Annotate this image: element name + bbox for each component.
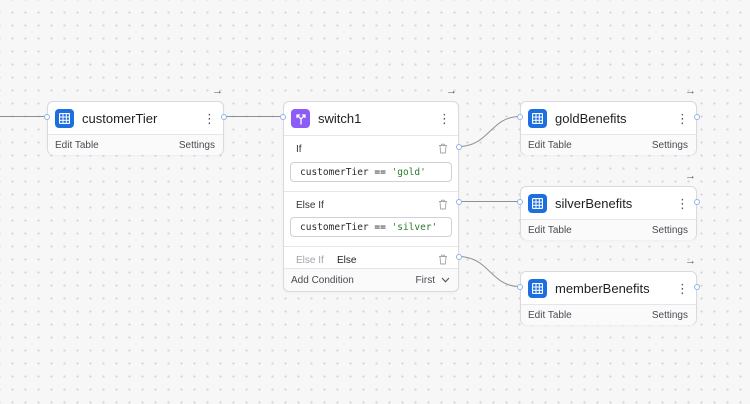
table-icon xyxy=(528,193,547,213)
switch-icon xyxy=(291,109,310,128)
settings-link[interactable]: Settings xyxy=(651,224,688,236)
elseif-branch: Else If customerTier == 'silver' xyxy=(284,191,458,246)
node-title: customerTier xyxy=(82,110,158,126)
trash-icon[interactable] xyxy=(438,143,448,154)
elseif-condition-input[interactable]: customerTier == 'silver' xyxy=(290,217,452,237)
else-branch: Else If Else xyxy=(284,246,458,273)
settings-link[interactable]: Settings xyxy=(178,139,215,151)
edit-table-link[interactable]: Edit Table xyxy=(528,224,572,236)
match-mode-select[interactable]: First xyxy=(416,275,450,286)
output-arrow-icon[interactable]: → xyxy=(685,170,696,182)
edge-if-to-goldbenefits xyxy=(457,116,521,147)
table-icon xyxy=(528,108,547,128)
more-menu-icon[interactable]: ⋮ xyxy=(676,110,689,126)
more-menu-icon[interactable]: ⋮ xyxy=(203,110,216,126)
if-branch: If customerTier == 'gold' xyxy=(284,135,458,191)
input-port[interactable] xyxy=(44,114,50,120)
chevron-down-icon xyxy=(441,277,450,283)
node-memberbenefits[interactable]: memberBenefits ⋮ Edit Table Settings xyxy=(517,271,700,325)
settings-link[interactable]: Settings xyxy=(651,309,688,321)
output-port[interactable] xyxy=(694,284,700,290)
else-option-else[interactable]: Else xyxy=(337,255,357,266)
node-goldbenefits[interactable]: goldBenefits ⋮ Edit Table Settings xyxy=(517,101,700,155)
edit-table-link[interactable]: Edit Table xyxy=(55,139,99,151)
node-title: memberBenefits xyxy=(555,280,650,296)
condition-identifier: customerTier == xyxy=(300,221,392,233)
node-switch1[interactable]: switch1 ⋮ If customerTier == 'gold' Else… xyxy=(280,101,462,292)
node-silverbenefits[interactable]: silverBenefits ⋮ Edit Table Settings xyxy=(517,186,700,240)
more-menu-icon[interactable]: ⋮ xyxy=(676,195,689,211)
input-port[interactable] xyxy=(517,199,523,205)
input-port[interactable] xyxy=(517,114,523,120)
output-port-if[interactable] xyxy=(456,144,462,150)
node-title: silverBenefits xyxy=(555,195,633,211)
output-arrow-icon[interactable]: → xyxy=(685,255,696,267)
if-condition-input[interactable]: customerTier == 'gold' xyxy=(290,162,452,182)
else-option-elseif[interactable]: Else If xyxy=(296,255,324,266)
match-mode-value: First xyxy=(415,274,435,286)
input-port[interactable] xyxy=(517,284,523,290)
condition-value: 'gold' xyxy=(391,166,426,178)
more-menu-icon[interactable]: ⋮ xyxy=(438,111,451,126)
trash-icon[interactable] xyxy=(438,199,448,210)
settings-link[interactable]: Settings xyxy=(651,139,688,151)
output-port-else[interactable] xyxy=(456,254,462,260)
output-port[interactable] xyxy=(221,114,227,120)
trash-icon[interactable] xyxy=(438,254,448,265)
output-port[interactable] xyxy=(694,114,700,120)
table-icon xyxy=(528,278,547,298)
output-arrow-icon[interactable]: → xyxy=(446,85,457,97)
edit-table-link[interactable]: Edit Table xyxy=(528,309,572,321)
output-arrow-icon[interactable]: → xyxy=(685,85,696,97)
condition-value: 'silver' xyxy=(391,221,438,233)
if-label: If xyxy=(296,144,302,155)
table-icon xyxy=(55,108,74,128)
condition-identifier: customerTier == xyxy=(300,166,392,178)
output-arrow-icon[interactable]: → xyxy=(212,85,223,97)
input-port[interactable] xyxy=(280,114,286,120)
more-menu-icon[interactable]: ⋮ xyxy=(676,280,689,296)
add-condition-button[interactable]: Add Condition xyxy=(291,274,354,286)
node-title: goldBenefits xyxy=(555,110,627,126)
output-port[interactable] xyxy=(694,199,700,205)
edge-else-to-memberbenefits xyxy=(457,256,521,287)
edit-table-link[interactable]: Edit Table xyxy=(528,139,572,151)
node-title: switch1 xyxy=(318,111,362,126)
output-port-elseif[interactable] xyxy=(456,199,462,205)
elseif-label: Else If xyxy=(296,200,324,211)
node-customertier[interactable]: customerTier ⋮ Edit Table Settings xyxy=(44,101,227,155)
